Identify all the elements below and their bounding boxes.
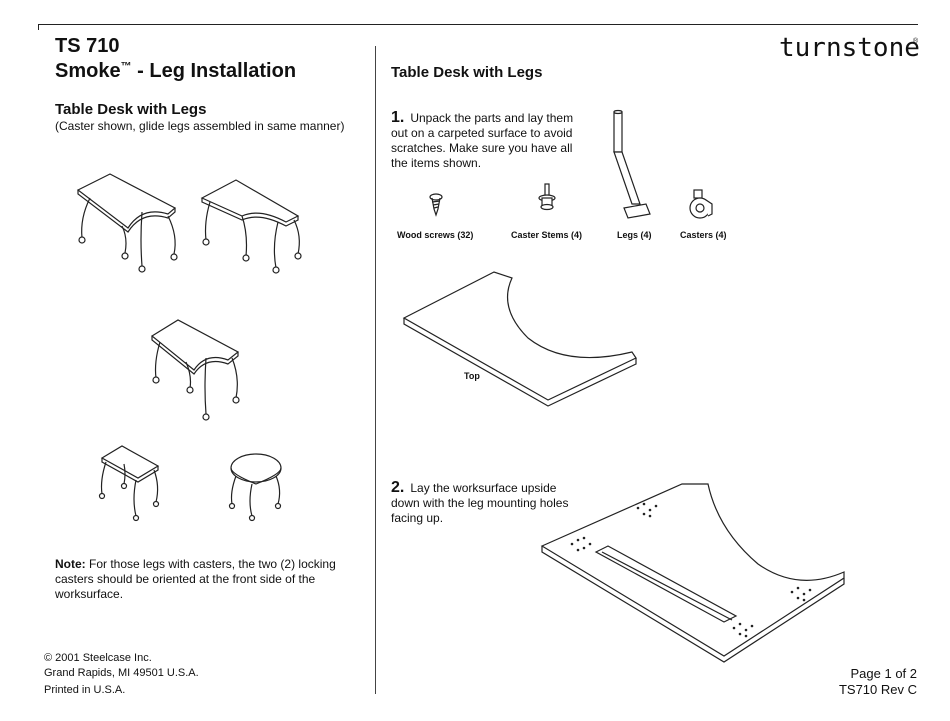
part-label-caster-stems: Caster Stems (4) xyxy=(511,230,583,240)
title-product: Smoke xyxy=(55,60,121,82)
step-1-text: Unpack the parts and lay them out on a c… xyxy=(391,111,574,170)
leg-icon xyxy=(613,109,651,219)
worksurface-upside-down-illustration xyxy=(540,483,845,663)
printed-in: Printed in U.S.A. xyxy=(44,684,126,696)
part-label-legs: Legs (4) xyxy=(617,230,652,240)
title-rest: - Leg Installation xyxy=(131,60,297,82)
wood-screw-icon xyxy=(429,193,443,217)
company-address: Grand Rapids, MI 49501 U.S.A. xyxy=(44,667,199,679)
top-rule-tick xyxy=(38,24,39,30)
column-divider xyxy=(375,46,376,694)
left-section-heading: Table Desk with Legs xyxy=(55,101,207,118)
table-desk-illustration-1 xyxy=(76,173,178,273)
top-rule xyxy=(38,24,918,25)
copyright-line: © 2001 Steelcase Inc. xyxy=(44,652,152,664)
caster-icon xyxy=(689,189,713,219)
document-revision: TS710 Rev C xyxy=(838,682,917,697)
step-1-instruction: 1.Unpack the parts and lay them out on a… xyxy=(391,110,581,171)
part-label-casters: Casters (4) xyxy=(680,230,727,240)
right-section-heading: Table Desk with Legs xyxy=(391,64,543,81)
step-2-number: 2. xyxy=(391,479,405,496)
trademark-symbol: ™ xyxy=(120,60,132,73)
top-part-label: Top xyxy=(464,371,480,381)
copyright-text: 2001 Steelcase Inc. xyxy=(52,652,152,664)
note-label: Note: xyxy=(55,557,86,571)
table-desk-illustration-3 xyxy=(150,319,240,421)
step-1-number: 1. xyxy=(391,109,405,126)
table-desk-illustration-2 xyxy=(200,179,302,274)
brand-logo: turnstone xyxy=(779,33,920,63)
caster-orientation-note: Note: For those legs with casters, the t… xyxy=(55,557,355,602)
table-oval-illustration xyxy=(228,453,282,522)
caster-stem-icon xyxy=(538,183,556,211)
part-label-wood-screws: Wood screws (32) xyxy=(397,230,474,240)
mounting-holes-group xyxy=(570,502,812,638)
document-title: Smoke™ - Leg Installation xyxy=(55,60,296,83)
step-2-text: Lay the worksurface upside down with the… xyxy=(391,481,569,525)
note-text: For those legs with casters, the two (2)… xyxy=(55,557,336,601)
worksurface-top-illustration xyxy=(402,271,637,407)
table-square-illustration xyxy=(98,445,160,522)
page-number: Page 1 of 2 xyxy=(850,666,918,681)
document-number: TS 710 xyxy=(55,35,120,57)
registered-mark: ® xyxy=(913,38,919,45)
left-subheading: (Caster shown, glide legs assembled in s… xyxy=(55,119,345,133)
copyright-symbol: © xyxy=(44,652,53,664)
step-2-instruction: 2.Lay the worksurface upside down with t… xyxy=(391,480,581,526)
